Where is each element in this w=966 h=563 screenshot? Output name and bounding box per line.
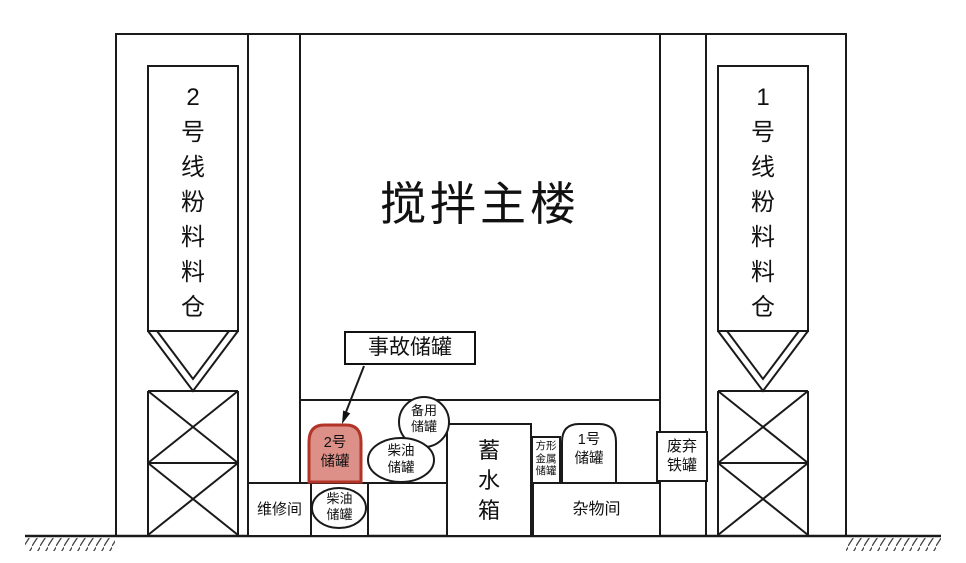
- square-metal-tank-label: 方形 金属 储罐: [535, 440, 557, 477]
- maintenance-room-box: [247, 482, 312, 537]
- diesel-upper-tank-label: 柴油 储罐: [387, 443, 415, 475]
- accident-tank-callout: 事故储罐: [344, 331, 476, 365]
- accident-tank2-shape: [307, 423, 363, 484]
- water-tank-box: [446, 423, 532, 537]
- left-silo-label: 2 号 线 粉 料 料 仓: [181, 84, 205, 321]
- scrap-iron-tank-label: 废弃 铁罐: [666, 438, 697, 474]
- ground-hatch-left: [25, 538, 115, 551]
- tank-shapes: [307, 396, 617, 529]
- scrap-iron-tank-box: [656, 431, 708, 482]
- callout-leader-arrow: [342, 365, 365, 424]
- main-building-label: 搅拌主楼: [380, 178, 580, 230]
- sundry-room-box: [532, 482, 661, 537]
- water-tank-label: 蓄 水 箱: [477, 438, 500, 523]
- accident-tank2-label: 2号 储罐: [320, 435, 350, 470]
- tank1-shape: [561, 423, 617, 484]
- diesel-upper-tank-shape: [367, 437, 435, 483]
- sundry-room-label: 杂物间: [572, 501, 621, 518]
- diesel-lower-tank-label: 柴油 储罐: [326, 491, 353, 522]
- ground-hatch-right: [846, 538, 941, 551]
- backup-tank-label: 备用 储罐: [410, 403, 437, 434]
- tank1-label: 1号 储罐: [574, 432, 604, 467]
- square-metal-tank-box: [531, 436, 561, 484]
- diesel-lower-tank-shape: [311, 487, 367, 529]
- left-silo-structure: [115, 33, 249, 537]
- right-silo-label: 1 号 线 粉 料 料 仓: [751, 84, 775, 321]
- maintenance-room-label: 维修间: [256, 501, 302, 518]
